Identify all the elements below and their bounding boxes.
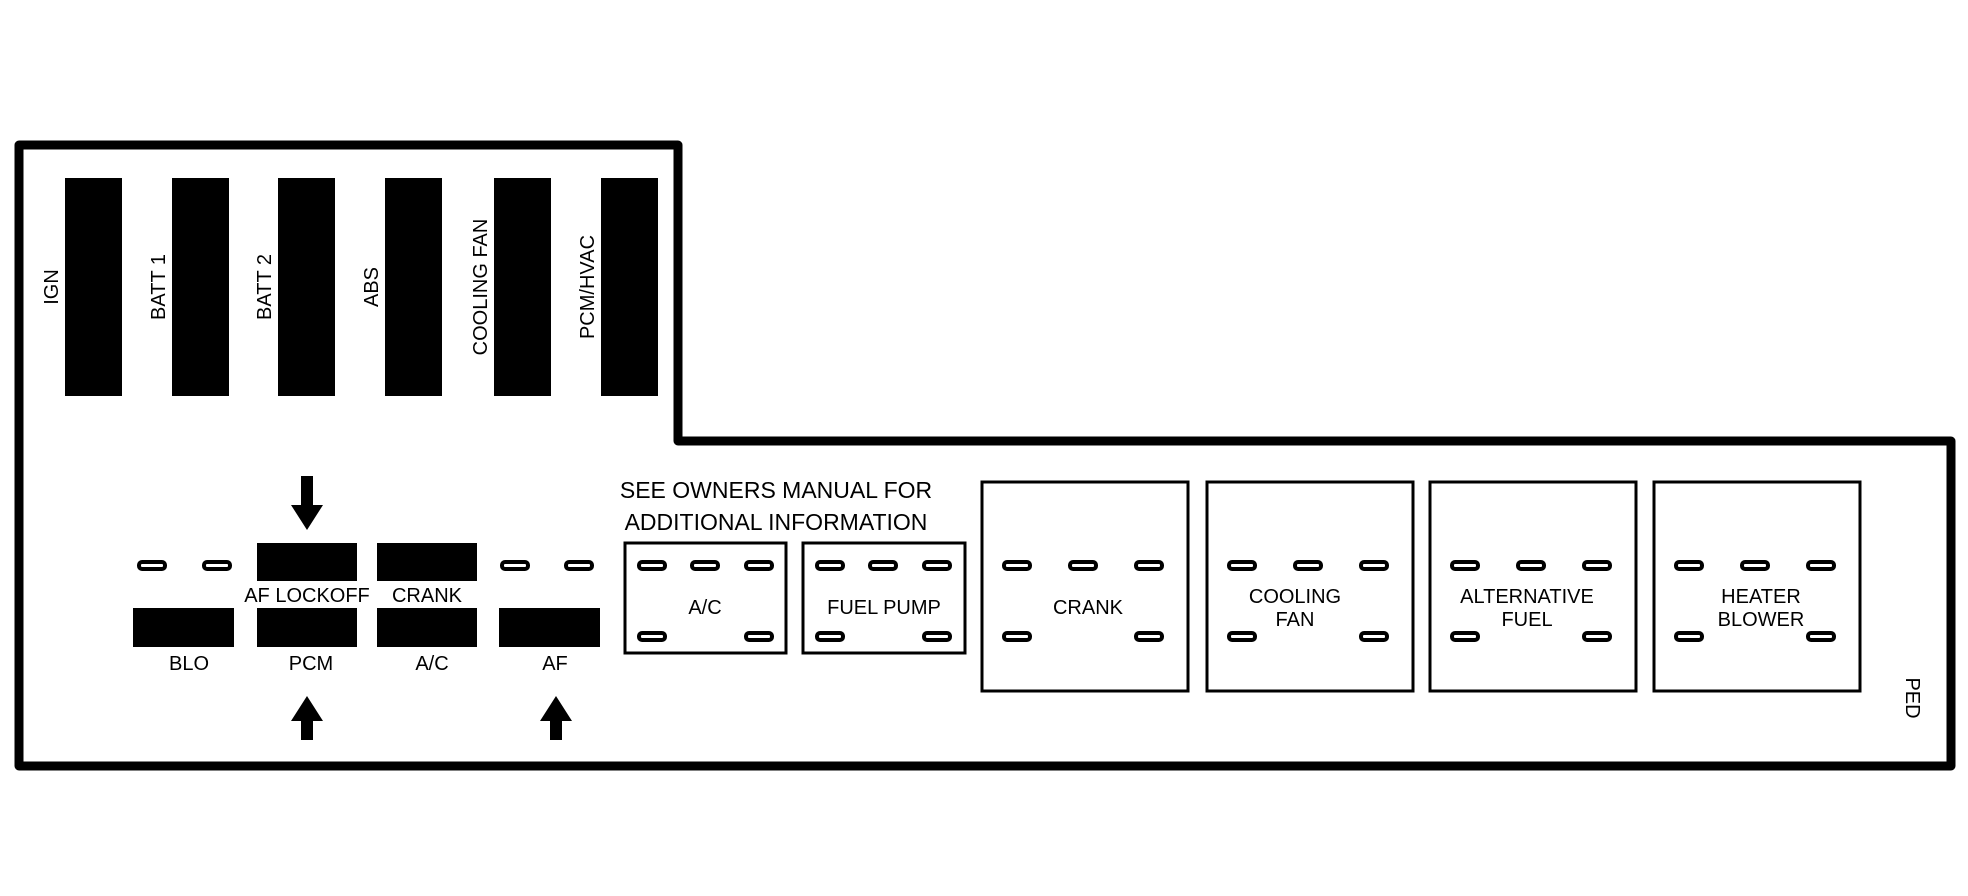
note-line-1: SEE OWNERS MANUAL FOR [620,477,932,503]
relay-crank: CRANK [980,480,1190,693]
maxi-fuse-label: COOLING FAN [470,219,492,356]
relay-crank-label: CRANK [1053,597,1124,619]
relay-fuel-pump: FUEL PUMP [801,541,967,655]
maxi-fuse-batt-1: BATT 1 [148,178,229,396]
mini-fuse-af-label: AF [542,653,568,675]
maxi-fuse-ign: IGN [41,178,122,396]
relay-alternative-fuel-label: ALTERNATIVE [1460,586,1594,608]
relay-cooling-fan-label-2: FAN [1276,609,1315,631]
relay-cooling-fan-label: COOLING [1249,586,1341,608]
mini-fuse-blo-label: BLO [169,653,209,675]
mini-fuse-crank [377,543,477,581]
relay-ac: A/C [623,541,788,655]
note-line-2: ADDITIONAL INFORMATION [625,509,928,535]
relay-alternative-fuel-label-2: FUEL [1501,609,1552,631]
empty-slot-pin [564,560,594,571]
maxi-fuse-label: PCM/HVAC [577,235,599,339]
mini-fuse-area: AF LOCKOFF CRANK BLO PCM A/C AF [133,476,600,740]
mini-fuse-af-lockoff-label: AF LOCKOFF [244,585,370,607]
relay-heater-blower-label: HEATER [1721,586,1801,608]
relay-alternative-fuel: ALTERNATIVE FUEL [1428,480,1638,693]
arrow-up-icon [291,696,323,740]
mini-fuse-ac-label: A/C [415,653,448,675]
relay-fuel-pump-label: FUEL PUMP [827,597,941,619]
maxi-fuse-label: IGN [41,269,63,305]
empty-slot-pin [202,560,232,571]
arrow-up-icon [540,696,572,740]
maxi-fuse-label: BATT 1 [148,254,170,320]
relay-heater-blower-label-2: BLOWER [1718,609,1805,631]
maxi-fuse-cooling-fan: COOLING FAN [470,178,551,396]
mini-fuse-ac [377,608,477,647]
mini-fuse-crank-label: CRANK [392,585,463,607]
mini-fuse-blo [133,608,234,647]
corner-code: PED [1901,677,1923,718]
relay-ac-label: A/C [688,597,721,619]
owners-manual-note: SEE OWNERS MANUAL FOR ADDITIONAL INFORMA… [620,477,932,535]
empty-slot-pin [500,560,530,571]
relay-cooling-fan: COOLING FAN [1205,480,1415,693]
mini-fuse-pcm [257,608,357,647]
mini-fuse-af-lockoff [257,543,357,581]
empty-slot-pin [137,560,167,571]
maxi-fuse-batt-2: BATT 2 [254,178,335,396]
maxi-fuse-label: ABS [361,267,383,307]
arrow-down-icon [291,476,323,530]
maxi-fuse-label: BATT 2 [254,254,276,320]
maxi-fuse-pcm-hvac: PCM/HVAC [577,178,658,396]
maxi-fuse-row: IGN BATT 1 BATT 2 ABS COOLING FAN PCM/HV… [41,178,658,396]
mini-fuse-pcm-label: PCM [289,653,333,675]
maxi-fuse-abs: ABS [361,178,442,396]
relay-heater-blower: HEATER BLOWER [1652,480,1862,693]
mini-fuse-af [499,608,600,647]
